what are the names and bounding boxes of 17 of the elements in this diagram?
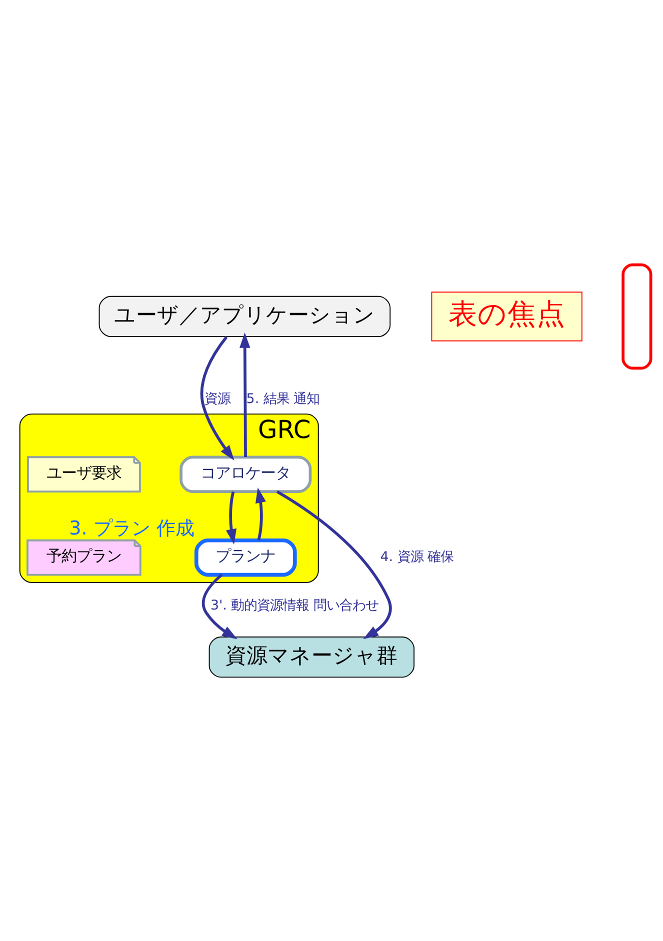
edge-label: 4. 資源 確保: [380, 550, 454, 565]
arrow: [276, 490, 392, 639]
arrow: [255, 487, 266, 540]
edge-label: 3'. 動的資源情報 問い合わせ: [210, 598, 378, 613]
arrow: [226, 490, 237, 544]
node-box: コアロケータ: [180, 455, 312, 492]
edge-label: 資源: [204, 391, 230, 406]
arrow: [202, 573, 238, 639]
edge-label: 5. 結果 通知: [246, 391, 320, 406]
node-box: 表の焦点: [431, 291, 582, 341]
node-box: [622, 262, 652, 370]
node-box: プランナ: [194, 538, 297, 576]
arrow: [240, 332, 250, 457]
node-box: 資源マネージャ群: [208, 636, 414, 678]
arrow: [200, 336, 234, 460]
node-box: ユーザ／アプリケーション: [98, 295, 391, 337]
node-label: 3. プラン 作成: [69, 516, 195, 540]
